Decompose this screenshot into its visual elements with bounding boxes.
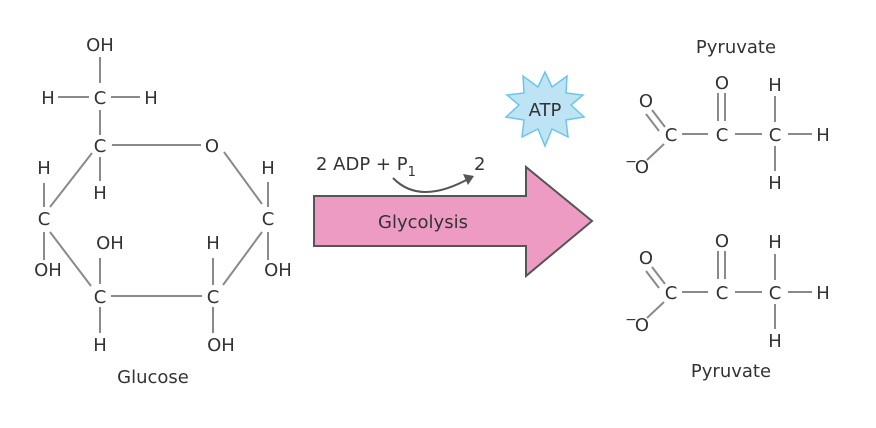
pyr-bot-charge: − [625,312,637,328]
pyr-top-c-keto: C [716,125,729,146]
reactant-main: 2 ADP + P [316,154,408,175]
atom-c2: C [207,287,220,308]
atom-c5: C [94,136,107,157]
pyruvate-bottom-bonds [645,251,812,329]
atom-oh-c1: OH [264,260,292,281]
pyruvate-top: Pyruvate O O H C C C H H − O [625,37,830,194]
atom-oh-c4: OH [34,260,62,281]
atom-c1: C [262,209,275,230]
pyr-top-h-down: H [768,173,782,194]
pyr-top-h-right: H [816,125,830,146]
pyr-bot-h-down: H [768,331,782,352]
pyruvate-top-label: Pyruvate [696,37,776,58]
pyr-top-o-double: O [639,91,653,112]
curved-arrow [392,177,471,193]
pyr-top-charge: − [625,154,637,170]
atom-h-right: H [144,88,158,109]
atom-c4: C [38,209,51,230]
pyr-top-h-up: H [768,75,782,96]
reactant-subscript: 1 [408,165,416,180]
atom-h-c5: H [93,183,107,204]
pyr-bot-c-carboxyl: C [665,283,678,304]
pyr-top-c-carboxyl: C [665,125,678,146]
atom-oh-c3: OH [96,233,124,254]
atp-starburst-icon [504,70,586,148]
atom-oh-top: OH [86,35,114,56]
product-count: 2 [474,154,485,175]
pyr-bot-h-up: H [768,232,782,253]
curved-arrow-head [463,174,474,185]
pyr-bot-h-right: H [816,283,830,304]
pyruvate-bottom-label: Pyruvate [691,361,771,382]
pyr-top-c-methyl: C [769,125,782,146]
pyr-bot-o-keto: O [715,231,729,252]
atom-c3: C [94,287,107,308]
glucose-label: Glucose [117,367,189,388]
atom-h-c4: H [37,158,51,179]
atom-h-c2: H [206,233,220,254]
glucose-bonds [43,57,269,333]
atom-h-c3: H [93,335,107,356]
reactant-text: 2 ADP + P1 [316,154,416,180]
pyruvate-top-bonds [645,93,812,171]
pyr-top-o-keto: O [715,73,729,94]
pyruvate-bottom: O O H C C C H H − O Pyruvate [625,231,830,382]
pyr-top-o-minus: O [635,157,649,178]
glucose-structure: OH H C H C O H H H C C OH H OH OH C C H … [34,35,292,388]
reaction: Glycolysis 2 ADP + P1 2 ATP [313,70,594,279]
atom-h-left: H [41,88,55,109]
atom-oh-c2: OH [207,335,235,356]
pyr-bot-o-double: O [639,248,653,269]
glycolysis-label: Glycolysis [378,212,468,233]
atom-c6: C [94,88,107,109]
atom-h-c1: H [261,158,275,179]
atp-label: ATP [529,100,562,121]
pyr-bot-c-keto: C [716,283,729,304]
glycolysis-arrow [313,164,594,279]
pyr-bot-o-minus: O [635,315,649,336]
pyr-bot-c-methyl: C [769,283,782,304]
atom-ring-o: O [205,136,219,157]
